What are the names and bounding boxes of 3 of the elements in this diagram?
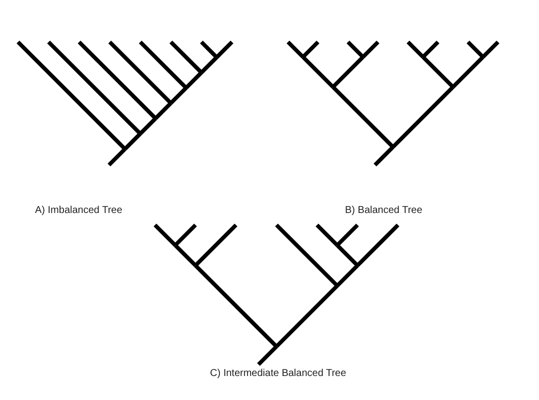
tree-caption: A) Imbalanced Tree (35, 205, 122, 216)
tree-caption: C) Intermediate Balanced Tree (210, 368, 346, 379)
tree-caption: B) Balanced Tree (345, 205, 422, 216)
